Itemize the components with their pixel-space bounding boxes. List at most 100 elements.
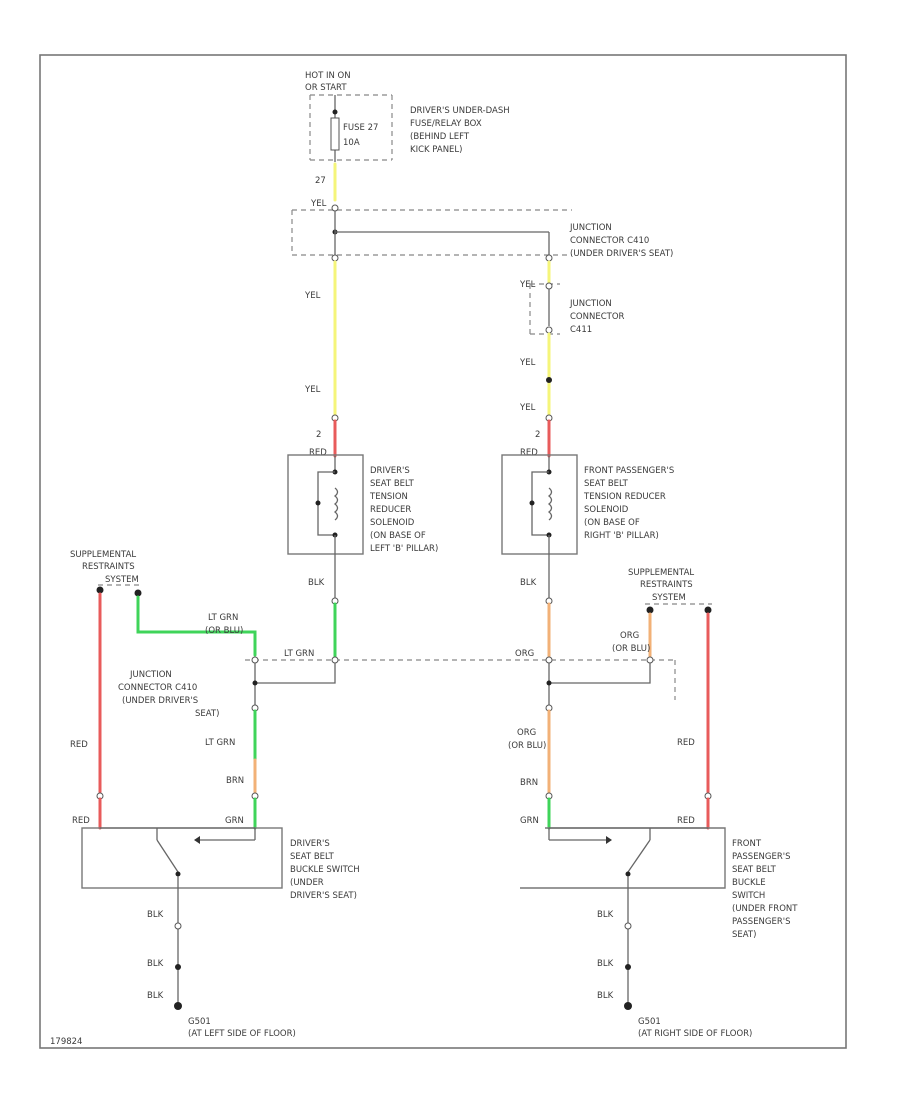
srs-left-pin-grn [134,589,142,597]
ground-right-blk-2: BLK [597,959,614,969]
srs-left: SUPPLEMENTAL RESTRAINTS SYSTEM [70,550,142,597]
wire-label-yel-4: YEL [519,280,536,290]
driver-switch-label-3: BUCKLE SWITCH [290,865,360,875]
ground-left-pin [174,922,182,930]
wire-label-yel-2: YEL [304,291,321,301]
c410-lower-label-3: (UNDER DRIVER'S [122,696,198,706]
c411-pin-a [545,282,553,290]
wire-label-ltgrn-1: LT GRN [208,613,238,623]
driver-solenoid-label-4: REDUCER [370,505,411,515]
driver-solenoid-label-3: TENSION [369,492,408,502]
wire-label-orblu-2: (OR BLU) [612,644,650,654]
pass-solenoid-label-2: SEAT BELT [584,479,629,489]
wire-label-brn-2: BRN [520,778,538,788]
c410-lower-pin-driver [331,656,339,664]
driver-solenoid-label-2: SEAT BELT [370,479,415,489]
fuse-name: FUSE 27 [343,123,378,133]
ground-left-label-1: G501 [188,1017,211,1027]
srs-left-pin-red [96,586,104,594]
driver-solenoid-label-1: DRIVER'S [370,466,410,476]
pass-solenoid-label-6: RIGHT 'B' PILLAR) [584,531,659,541]
wire-label-red-right: RED [520,448,538,458]
pass-solenoid-box [501,454,578,555]
fuse-box: HOT IN ON OR START FUSE 27 10A DRIVER'S … [305,71,510,162]
ground-right-pin [624,922,632,930]
pass-switch-label-2: PASSENGER'S [732,852,791,862]
wire-label-red-4: RED [677,738,695,748]
c410-pin-a [331,204,339,212]
pass-solenoid-coil-icon [547,487,553,521]
wire-label-org-3: ORG [517,728,536,738]
ground-right-blk-1: BLK [597,910,614,920]
c411-label-3: C411 [570,325,592,335]
fuse-rating: 10A [343,138,360,148]
driver-solenoid-node-mid [315,500,321,506]
c411-label-2: CONNECTOR [570,312,625,322]
pass-switch-label-3: SEAT BELT [732,865,777,875]
driver-switch-label-2: SEAT BELT [290,852,335,862]
fuse-node [332,109,338,115]
driver-switch-box [81,827,283,889]
wire-label-blk-2: BLK [520,578,537,588]
ground-left-splice [175,964,181,970]
driver-solenoid: DRIVER'S SEAT BELT TENSION REDUCER SOLEN… [287,454,438,555]
c410-label-2: CONNECTOR C410 [570,236,649,246]
driver-solenoid-label-6: (ON BASE OF [370,531,426,541]
pass-switch-red-label: RED [677,816,695,826]
wire-label-red-left: RED [309,448,327,458]
srs-right-pin-org [646,606,654,614]
ground-right-label-2: (AT RIGHT SIDE OF FLOOR) [638,1029,752,1039]
ground-right-label-1: G501 [638,1017,661,1027]
driver-solenoid-coil-icon [333,487,339,521]
ground-left: BLK BLK BLK G501 (AT LEFT SIDE OF FLOOR) [147,876,296,1039]
srs-left-label-1: SUPPLEMENTAL [70,550,136,560]
wire-label-yel-3: YEL [304,385,321,395]
pass-solenoid-label-4: SOLENOID [584,505,629,515]
wire-label-orblu-3: (OR BLU) [508,741,546,751]
pass-switch-label-7: PASSENGER'S [732,917,791,927]
wire-label-orblu-1: (OR BLU) [205,626,243,636]
pass-switch-pivot [625,871,631,877]
wire-label-ltgrn-2: LT GRN [284,649,314,659]
wire-label-yel-6: YEL [519,403,536,413]
c410-lower-pin-right [646,656,654,664]
wire-label-ltgrn-3: LT GRN [205,738,235,748]
driver-switch-pivot [175,871,181,877]
fuse-box-outline [309,94,393,161]
driver-switch-blade-icon [156,839,179,873]
c410-lower-driver-bus [255,663,336,684]
c410-pin-b [331,254,339,262]
driver-switch-label-5: DRIVER'S SEAT) [290,891,357,901]
c410-lower-right-bus [549,663,651,684]
splice-right-yel [546,377,552,383]
pass-switch-blade-icon [627,839,651,873]
driver-solenoid-label-7: LEFT 'B' PILLAR) [370,544,438,554]
c410-pin-c [545,254,553,262]
pass-solenoid-label-5: (ON BASE OF [584,518,640,528]
driver-switch-red-label: RED [72,816,90,826]
wire-label-org-2: ORG [515,649,534,659]
wire-label-yel-5: YEL [519,358,536,368]
fuse-box-label-1: DRIVER'S UNDER-DASH [410,106,510,116]
ground-left-label-2: (AT LEFT SIDE OF FLOOR) [188,1029,296,1039]
ground-right-splice [625,964,631,970]
driver-switch-arrow-icon [194,836,200,844]
pass-solenoid-loop [531,471,549,536]
wire-label-yel-1: YEL [310,199,327,209]
ground-left-blk-1: BLK [147,910,164,920]
ground-right-icon [624,1002,632,1010]
c410-lower-pin-pass [545,656,553,664]
wire-label-brn-1: BRN [226,776,244,786]
footer-code: 179824 [50,1037,82,1047]
ground-right-blk-3: BLK [597,991,614,1001]
pass-buckle-switch: GRN RED FRONT PASSENGER'S SEAT BELT BUCK… [520,816,798,940]
fuse-box-label-3: (BEHIND LEFT [410,132,470,142]
ground-left-blk-3: BLK [147,991,164,1001]
c410-label-3: (UNDER DRIVER'S SEAT) [570,249,673,259]
hot-sub-label: OR START [305,83,347,93]
srs-right-label-2: RESTRAINTS [640,580,693,590]
pass-switch-label-8: SEAT) [732,930,756,940]
srs-right-label-1: SUPPLEMENTAL [628,568,694,578]
pass-switch-grn-label: GRN [520,816,539,826]
ground-left-blk-2: BLK [147,959,164,969]
